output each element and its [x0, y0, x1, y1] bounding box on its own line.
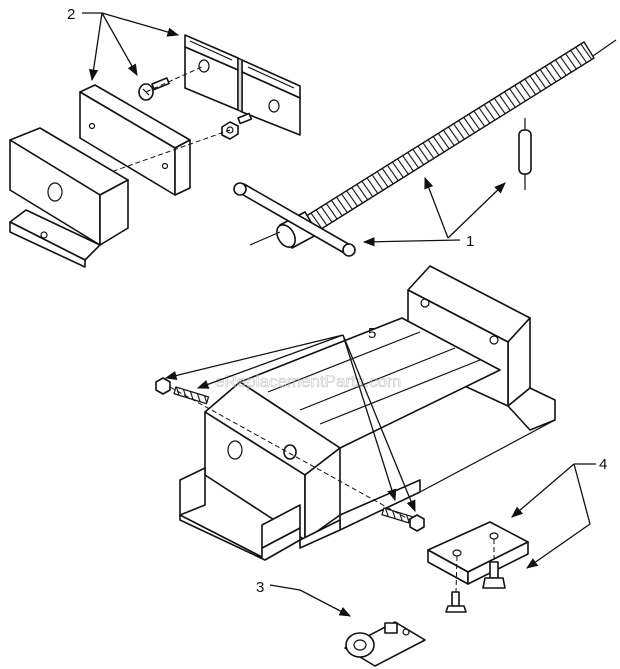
flat-jaw-plate	[79, 84, 191, 196]
callout-4: 4	[599, 456, 607, 473]
leader-5d	[342, 334, 416, 513]
leader-4a	[511, 463, 575, 518]
callout-3: 3	[256, 579, 264, 596]
jaw-nut-axis	[59, 129, 231, 191]
leader-1b	[447, 182, 506, 239]
clamp-bolt-left	[445, 555, 467, 613]
body-screw-axis	[169, 386, 411, 521]
leader-4b	[526, 463, 591, 569]
handle-assembly	[233, 182, 356, 257]
nut-block	[344, 621, 426, 667]
callout-1: 1	[466, 233, 474, 250]
leader-5c	[342, 334, 397, 502]
callout-2: 2	[67, 6, 75, 23]
leader-1c	[362, 237, 461, 247]
leader-5	[164, 334, 344, 381]
body-screw-right	[381, 507, 425, 532]
jaw-nut	[221, 112, 253, 140]
watermark: eReplacementParts.com	[215, 372, 401, 391]
lead-screw	[296, 39, 617, 239]
front-jaw-block	[9, 127, 129, 268]
leader-2a	[101, 12, 180, 37]
leader-5b	[196, 334, 344, 389]
leader-2b	[101, 12, 138, 77]
roll-pin	[518, 118, 532, 190]
jaw-screw-axis	[145, 65, 205, 93]
clamp-plate	[427, 521, 529, 585]
grooved-jaw-plate	[184, 34, 301, 136]
leader-3	[269, 584, 352, 617]
leader-2c	[88, 12, 103, 82]
body-screw-left	[155, 377, 210, 405]
clamp-bolt-right	[482, 539, 506, 589]
leader-1	[424, 176, 449, 239]
callout-5: 5	[368, 325, 376, 342]
vise-body	[179, 265, 556, 561]
jaw-screw	[138, 77, 170, 101]
